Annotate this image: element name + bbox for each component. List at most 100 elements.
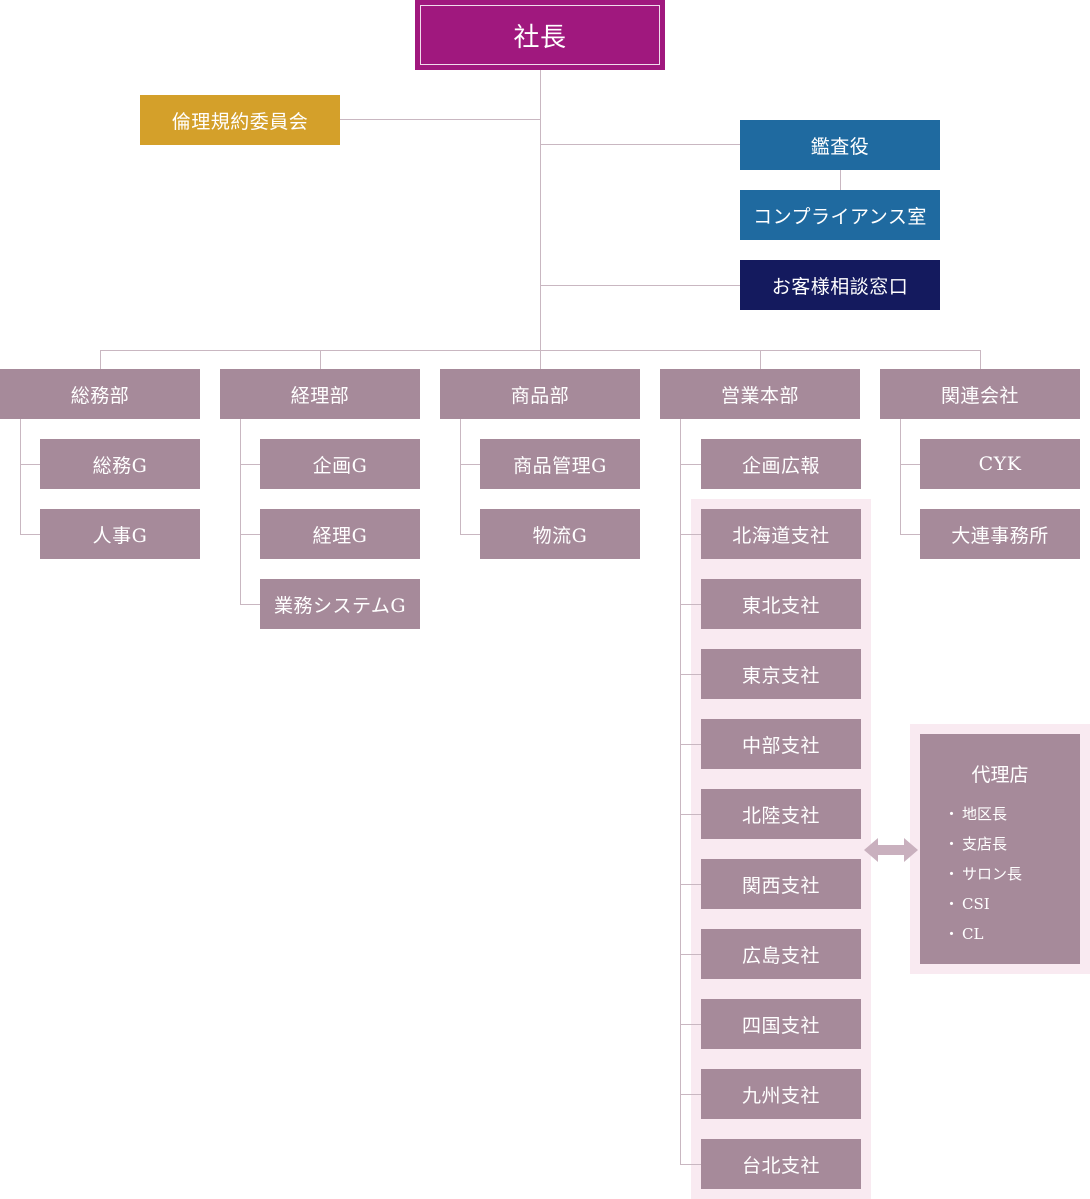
dept-sales-hq: 営業本部 [660,369,860,419]
dept-general-affairs: 総務部 [0,369,200,419]
unit-label: CYK [978,453,1022,475]
unit-label: 物流G [532,524,588,547]
agency-list: 地区長 支店長 サロン長 CSI CL [920,799,1080,949]
unit-box: 業務システムG [260,579,420,629]
connector-ethics [340,119,540,120]
connector-main-vertical [540,70,541,369]
compliance-office-label: コンプライアンス室 [753,205,927,228]
connector-branch [680,604,701,605]
connector-branch [680,674,701,675]
unit-box: 人事G [40,509,200,559]
unit-label: 九州支社 [741,1084,820,1107]
connector-branch [680,534,701,535]
connector-dept-5 [980,350,981,369]
dept-merchandise: 商品部 [440,369,640,419]
ethics-committee-box: 倫理規約委員会 [140,95,340,145]
customer-consultation-label: お客様相談窓口 [771,275,909,298]
unit-label: 中部支社 [741,734,820,757]
branch-box: 北陸支社 [701,789,861,839]
unit-box: 商品管理G [480,439,640,489]
unit-label: 広島支社 [741,944,820,967]
connector-tree-3 [460,419,461,534]
unit-label: 経理G [312,524,368,547]
connector-tree-4 [680,419,681,1164]
branch-box: 九州支社 [701,1069,861,1119]
agency-item: CL [944,919,1080,949]
branch-box: 広島支社 [701,929,861,979]
agency-item: サロン長 [944,859,1080,889]
connector-branch [240,604,260,605]
dept-affiliates: 関連会社 [880,369,1080,419]
unit-box: 大連事務所 [920,509,1080,559]
unit-label: 北海道支社 [732,524,830,547]
branch-box: 関西支社 [701,859,861,909]
connector-dept-1 [100,350,101,369]
agency-item: CSI [944,889,1080,919]
unit-box: CYK [920,439,1080,489]
connector-branch [680,464,701,465]
branch-box: 台北支社 [701,1139,861,1189]
branch-box: 東京支社 [701,649,861,699]
connector-branch [900,534,920,535]
unit-label: 台北支社 [741,1154,820,1177]
branch-box: 四国支社 [701,999,861,1049]
dept-accounting: 経理部 [220,369,420,419]
connector-auditor-compliance [840,170,841,190]
connector-branch [680,814,701,815]
agency-item: 支店長 [944,829,1080,859]
unit-label: 東京支社 [741,664,820,687]
unit-label: 大連事務所 [951,524,1049,547]
president-label: 社長 [513,22,567,53]
connector-dept-4 [760,350,761,369]
connector-consultation [540,285,740,286]
connector-branch [460,534,480,535]
connector-branch [680,954,701,955]
unit-box: 企画G [260,439,420,489]
connector-dept-2 [320,350,321,369]
unit-label: 関西支社 [741,874,820,897]
connector-branch [20,534,40,535]
branch-box: 東北支社 [701,579,861,629]
unit-label: 北陸支社 [741,804,820,827]
unit-label: 企画G [312,454,368,477]
connector-tree-5 [900,419,901,534]
connector-tree-2 [240,419,241,604]
unit-box: 総務G [40,439,200,489]
connector-branch [900,464,920,465]
auditor-label: 鑑査役 [810,135,870,158]
unit-label: 四国支社 [741,1014,820,1037]
connector-branch [240,464,260,465]
connector-branch [240,534,260,535]
president-box: 社長 [415,0,665,70]
customer-consultation-box: お客様相談窓口 [740,260,940,310]
unit-label: 商品管理G [513,454,607,477]
agency-item: 地区長 [944,799,1080,829]
dept-label: 経理部 [290,384,350,407]
connector-branch [680,884,701,885]
unit-box: 企画広報 [701,439,861,489]
dept-label: 商品部 [510,384,570,407]
unit-box: 経理G [260,509,420,559]
unit-box: 物流G [480,509,640,559]
connector-branch [680,1164,701,1165]
branch-box: 中部支社 [701,719,861,769]
unit-label: 企画広報 [741,454,820,477]
connector-branch [20,464,40,465]
dept-label: 関連会社 [940,384,1019,407]
compliance-office-box: コンプライアンス室 [740,190,940,240]
double-arrow-icon [864,838,918,862]
connector-departments-horizontal [100,350,981,351]
auditor-box: 鑑査役 [740,120,940,170]
unit-label: 東北支社 [741,594,820,617]
connector-branch [680,1094,701,1095]
agency-box: 代理店 地区長 支店長 サロン長 CSI CL [920,734,1080,964]
dept-label: 総務部 [70,384,130,407]
branch-box: 北海道支社 [701,509,861,559]
unit-label: 業務システムG [273,594,407,617]
connector-tree-1 [20,419,21,534]
agency-title: 代理店 [971,764,1029,786]
connector-branch [680,1024,701,1025]
connector-branch [680,744,701,745]
unit-label: 人事G [92,524,148,547]
